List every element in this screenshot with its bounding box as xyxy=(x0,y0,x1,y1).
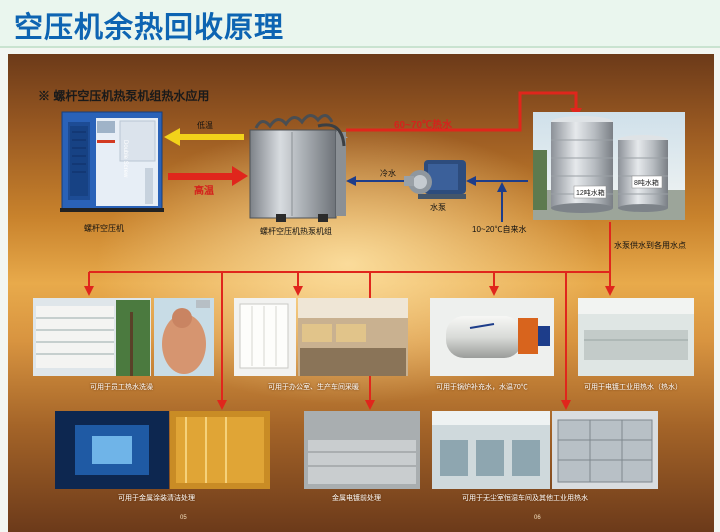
photo-ac-unit xyxy=(552,411,658,489)
photo-cleanroom xyxy=(432,411,550,489)
high-temp-label: 高温 xyxy=(194,186,214,197)
caption-heating: 可用于办公室、生产车间采暖 xyxy=(268,384,359,391)
hot-water-label: 60~70℃热水 xyxy=(394,120,453,131)
distribution-arrowheads xyxy=(84,286,615,410)
photo-radiator xyxy=(234,298,296,376)
caption-cleanroom: 可用于无尘室恒湿车间及其他工业用热水 xyxy=(462,495,588,502)
compressor-brand: Double Screw xyxy=(122,140,128,178)
caption-plating-water: 可用于电镀工业用热水（热水） xyxy=(584,384,682,391)
header-divider xyxy=(0,46,720,48)
photo-office xyxy=(298,298,408,376)
high-temp-arrow xyxy=(168,166,248,186)
photo-plating-tanks xyxy=(304,411,420,489)
low-temp-label: 低温 xyxy=(197,121,213,130)
water-pump xyxy=(404,160,466,199)
tap-water-label: 10~20℃自来水 xyxy=(472,225,527,234)
diagram-subtitle: ※ 螺杆空压机热泵机组热水应用 xyxy=(38,89,210,103)
supply-pipe xyxy=(466,176,528,222)
photo-plating-line xyxy=(578,298,694,376)
air-compressor xyxy=(60,111,164,212)
photo-coating-tunnel xyxy=(55,411,169,489)
pump-label: 水泵 xyxy=(430,203,446,212)
heat-pump-unit xyxy=(249,114,348,222)
cold-water-label: 冷水 xyxy=(380,169,396,178)
page-title: 空压机余热回收原理 xyxy=(14,10,285,44)
cold-water-arrow xyxy=(346,176,405,186)
caption-pretreatment: 金属电镀前处理 xyxy=(332,495,381,502)
water-tanks-photo xyxy=(533,112,685,220)
caption-shower: 可用于员工热水洗澡 xyxy=(90,384,153,391)
header: 空压机余热回收原理 xyxy=(0,0,720,48)
caption-boiler: 可用于锅炉补充水，水温70℃ xyxy=(436,384,528,391)
photo-boiler xyxy=(430,298,554,376)
tank-12-label: 12吨水箱 xyxy=(576,190,605,197)
page-number-left: 05 xyxy=(180,515,187,521)
page-number-right: 06 xyxy=(534,515,541,521)
tank-8-label: 8吨水箱 xyxy=(634,180,659,187)
heat-pump-label: 螺杆空压机热泵机组 xyxy=(260,227,332,236)
caption-coating: 可用于金属涂装清洁处理 xyxy=(118,495,195,502)
photo-dormitory xyxy=(33,298,151,376)
low-temp-arrow xyxy=(164,128,244,146)
photo-coating-booth xyxy=(170,411,270,489)
pump-supply-label: 水泵供水到各用水点 xyxy=(614,241,686,250)
compressor-label: 螺杆空压机 xyxy=(84,224,124,233)
photo-shower xyxy=(154,298,214,376)
